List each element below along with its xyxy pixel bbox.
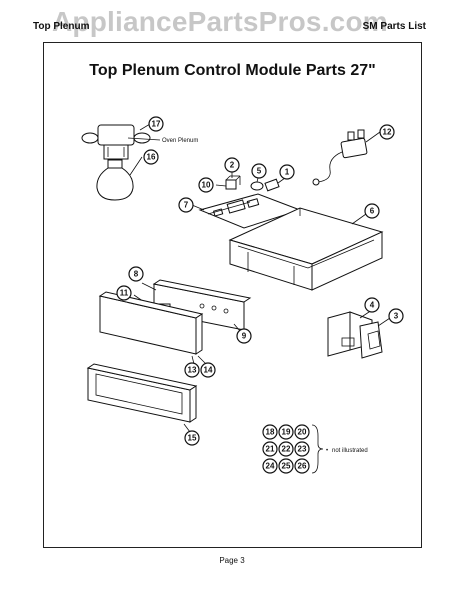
callout-5: 5 [251, 163, 267, 179]
callout-9: 9 [236, 328, 252, 344]
svg-text:3: 3 [394, 312, 399, 321]
callout-12: 12 [379, 124, 395, 140]
callout-24: 24 [262, 458, 278, 474]
callout-10: 10 [198, 177, 214, 193]
svg-text:17: 17 [152, 120, 161, 129]
callout-22: 22 [278, 441, 294, 457]
callout-23: 23 [294, 441, 310, 457]
svg-text:12: 12 [383, 128, 392, 137]
diagram-title: Top Plenum Control Module Parts 27" [89, 62, 376, 79]
callout-1: 1 [279, 164, 295, 180]
component-grommet [250, 181, 264, 191]
page-number: Page 3 [219, 556, 245, 565]
trim-frame [86, 363, 198, 423]
callout-25: 25 [278, 458, 294, 474]
oven-plenum-label: Oven Plenum [162, 138, 198, 144]
callout-26: 26 [294, 458, 310, 474]
svg-text:16: 16 [147, 153, 156, 162]
svg-text:24: 24 [266, 462, 275, 471]
svg-text:22: 22 [282, 445, 291, 454]
svg-text:21: 21 [266, 445, 275, 454]
callout-11: 11 [116, 285, 132, 301]
callout-18: 18 [262, 424, 278, 440]
callout-8: 8 [128, 266, 144, 282]
callout-16: 16 [143, 149, 159, 165]
svg-text:15: 15 [188, 434, 197, 443]
mounting-bracket-right [359, 321, 383, 359]
callout-14: 14 [200, 362, 216, 378]
callout-2: 2 [224, 157, 240, 173]
not-illustrated-parts: 18 19 20 21 22 23 24 25 26 • not illustr… [262, 424, 368, 474]
component-connector [264, 178, 280, 192]
callout-7: 7 [178, 197, 194, 213]
header-section-title: Top Plenum [33, 21, 90, 32]
svg-text:20: 20 [298, 428, 307, 437]
svg-text:23: 23 [298, 445, 307, 454]
callout-4: 4 [364, 297, 380, 313]
svg-text:25: 25 [282, 462, 291, 471]
svg-text:5: 5 [257, 167, 262, 176]
svg-text:8: 8 [134, 270, 139, 279]
not-illustrated-bullet: • [326, 448, 328, 454]
callout-19: 19 [278, 424, 294, 440]
svg-text:11: 11 [120, 289, 129, 298]
svg-text:18: 18 [266, 428, 275, 437]
plenum-tray [228, 207, 384, 291]
callout-3: 3 [388, 308, 404, 324]
svg-text:13: 13 [188, 366, 197, 375]
svg-text:1: 1 [285, 168, 290, 177]
callout-21: 21 [262, 441, 278, 457]
callout-20: 20 [294, 424, 310, 440]
svg-text:10: 10 [202, 181, 211, 190]
watermark: AppliancePartsPros.com [52, 6, 388, 37]
sensor-harness [312, 129, 368, 186]
svg-text:14: 14 [204, 366, 213, 375]
callout-6: 6 [364, 203, 380, 219]
header-parts-list: SM Parts List [362, 21, 426, 32]
svg-text:2: 2 [230, 161, 235, 170]
control-board [198, 193, 302, 229]
svg-text:26: 26 [298, 462, 307, 471]
light-socket-assembly [81, 124, 151, 160]
callout-17: 17 [148, 116, 164, 132]
svg-text:9: 9 [242, 332, 247, 341]
svg-text:4: 4 [370, 301, 375, 310]
not-illustrated-brace [311, 424, 324, 474]
not-illustrated-label: not illustrated [332, 448, 368, 454]
callout-13: 13 [184, 362, 200, 378]
svg-text:6: 6 [370, 207, 375, 216]
diagram-frame [43, 42, 422, 548]
callout-15: 15 [184, 430, 200, 446]
svg-text:19: 19 [282, 428, 291, 437]
svg-text:7: 7 [184, 201, 189, 210]
component-relay [225, 175, 241, 190]
light-bulb [96, 159, 134, 201]
